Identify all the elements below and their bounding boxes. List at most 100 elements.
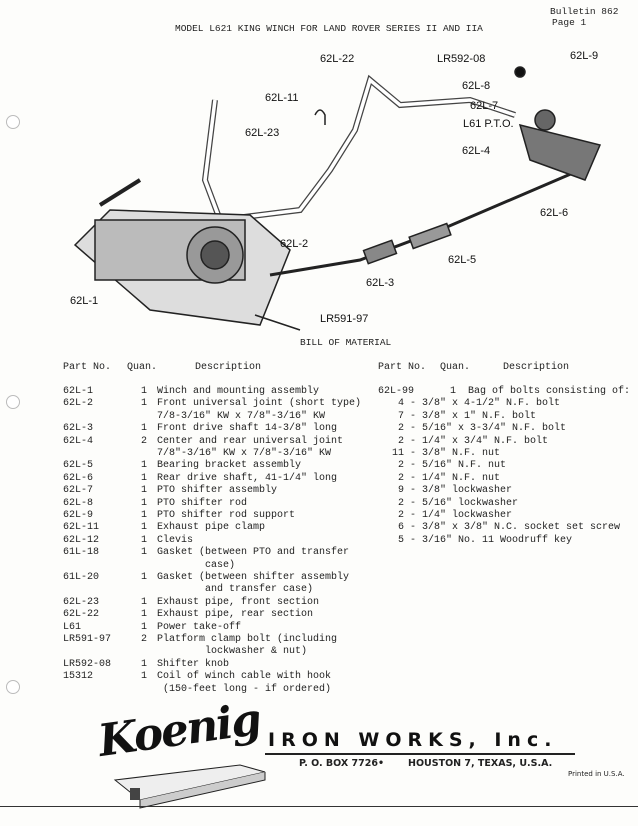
part-number: 61L-18: [63, 547, 100, 559]
bolt-item: 2 - 5/16" N.F. nut: [398, 460, 507, 472]
description: Bag of bolts consisting of:: [468, 386, 631, 397]
description: Power take-off: [157, 621, 242, 633]
part-number: 62L-5: [63, 460, 94, 472]
callout-62l-11: 62L-11: [265, 92, 299, 104]
callout-62l-23: 62L-23: [245, 127, 280, 139]
callout-62l-6: 62L-6: [540, 207, 569, 219]
header-part-no-right: Part No.: [378, 362, 427, 373]
header-description: Description: [195, 362, 262, 373]
bolt-item: 2 - 1/4" lockwasher: [398, 510, 513, 521]
quantity: 1: [141, 386, 148, 397]
quantity: 1: [141, 572, 148, 583]
quantity: 2: [141, 634, 148, 645]
callout-62l-3: 62L-3: [366, 277, 395, 289]
bulletin-number: Bulletin 862: [550, 6, 619, 17]
quantity: 1: [141, 658, 148, 670]
description: Winch and mounting assembly: [157, 386, 320, 397]
quantity: 1: [141, 547, 148, 559]
callout-lr591-97: LR591-97: [320, 313, 369, 325]
document-title: MODEL L621 KING WINCH FOR LAND ROVER SER…: [175, 23, 483, 34]
winch-exploded-diagram: [73, 66, 602, 331]
part-number: 62L-3: [63, 423, 94, 435]
header-description-right: Description: [503, 362, 570, 373]
callout-lr592-08: LR592-08: [437, 53, 486, 65]
description: Gasket (between shifter assembly: [157, 572, 350, 583]
quantity: 1: [141, 621, 148, 633]
part-number: LR591-97: [63, 634, 112, 645]
description: and transfer case): [157, 584, 314, 596]
part-number: 62L-11: [63, 522, 100, 534]
description: Exhaust pipe, rear section: [157, 609, 314, 621]
bolt-item: 11 - 3/8" N.F. nut: [392, 448, 501, 459]
quantity: 1: [141, 510, 148, 521]
quantity: 1: [141, 522, 148, 534]
quantity: 1: [141, 609, 148, 621]
description: Bearing bracket assembly: [157, 460, 302, 472]
quantity: 1: [141, 497, 148, 509]
quantity: 1: [141, 423, 148, 435]
callout-62l-4: 62L-4: [462, 145, 491, 157]
description: PTO shifter rod: [157, 497, 248, 509]
po-box: P. O. BOX 7726: [299, 758, 378, 769]
part-number: 61L-20: [63, 572, 100, 583]
description: Exhaust pipe clamp: [157, 522, 266, 534]
bolt-item: 4 - 3/8" x 4-1/2" N.F. bolt: [398, 398, 561, 410]
part-number: 62L-1: [63, 386, 94, 397]
callout-62l-5: 62L-5: [448, 254, 477, 266]
description: Clevis: [157, 534, 194, 546]
description: Rear drive shaft, 41-1/4" long: [157, 472, 338, 484]
quantity: 1: [141, 671, 148, 683]
bolt-item: 6 - 3/8" x 3/8" N.C. socket set screw: [398, 522, 621, 534]
koenig-logo: Koenig: [95, 693, 263, 768]
part-number: 62L-8: [63, 497, 94, 509]
callout-62l-7: 62L-7: [470, 100, 499, 112]
bolt-item: 9 - 3/8" lockwasher: [398, 485, 513, 497]
description: Exhaust pipe, front section: [157, 596, 320, 608]
bolt-item: 2 - 1/4" N.F. nut: [398, 472, 501, 484]
quantity: 1: [141, 485, 148, 497]
description: Gasket (between PTO and transfer: [157, 547, 350, 559]
header-quan-right: Quan.: [440, 362, 471, 373]
part-number: 62L-99: [378, 386, 415, 397]
bolt-item: 2 - 5/16" lockwasher: [398, 497, 519, 509]
part-number: 62L-2: [63, 398, 94, 410]
description: PTO shifter rod support: [157, 510, 296, 521]
quantity: 1: [141, 534, 148, 546]
description: Platform clamp bolt (including: [157, 634, 338, 645]
callout-l61-pto: L61 P.T.O.: [463, 118, 514, 130]
header-quan: Quan.: [127, 362, 158, 373]
bottom-rule: [0, 806, 638, 807]
city-address: HOUSTON 7, TEXAS, U.S.A.: [408, 758, 553, 769]
factory-illustration: [113, 764, 266, 809]
description: (150-feet long - if ordered): [157, 683, 332, 695]
page-number: Page 1: [552, 17, 587, 28]
quantity: 2: [141, 435, 148, 447]
bolt-item: 2 - 1/4" x 3/4" N.F. bolt: [398, 435, 549, 447]
punch-hole: [6, 395, 20, 409]
company-name: IRON WORKS, Inc.: [268, 729, 558, 751]
part-number: 62L-7: [63, 485, 94, 497]
part-number: L61: [63, 621, 82, 633]
quantity: 1: [141, 398, 148, 410]
part-number: 62L-9: [63, 510, 94, 521]
punch-hole: [6, 115, 20, 129]
part-number: LR592-08: [63, 658, 112, 670]
description: Front universal joint (short type): [157, 398, 362, 410]
description: lockwasher & nut): [157, 646, 308, 658]
part-number: 62L-12: [63, 534, 100, 546]
part-number: 15312: [63, 671, 94, 683]
description: 7/8"-3/16" KW x 7/8"-3/16" KW: [157, 448, 332, 459]
description: Coil of winch cable with hook: [157, 671, 332, 683]
callout-62l-2: 62L-2: [280, 238, 309, 250]
description: Center and rear universal joint: [157, 435, 344, 447]
callout-62l-1: 62L-1: [70, 295, 99, 307]
description: Front drive shaft 14-3/8" long: [157, 423, 338, 435]
callout-62l-22: 62L-22: [320, 53, 355, 65]
description: case): [157, 559, 236, 571]
part-number: 62L-4: [63, 435, 94, 447]
quantity: 1: [141, 472, 148, 484]
address-bullet: •: [378, 758, 385, 769]
quantity: 1: [450, 386, 457, 397]
part-number: 62L-23: [63, 596, 100, 608]
